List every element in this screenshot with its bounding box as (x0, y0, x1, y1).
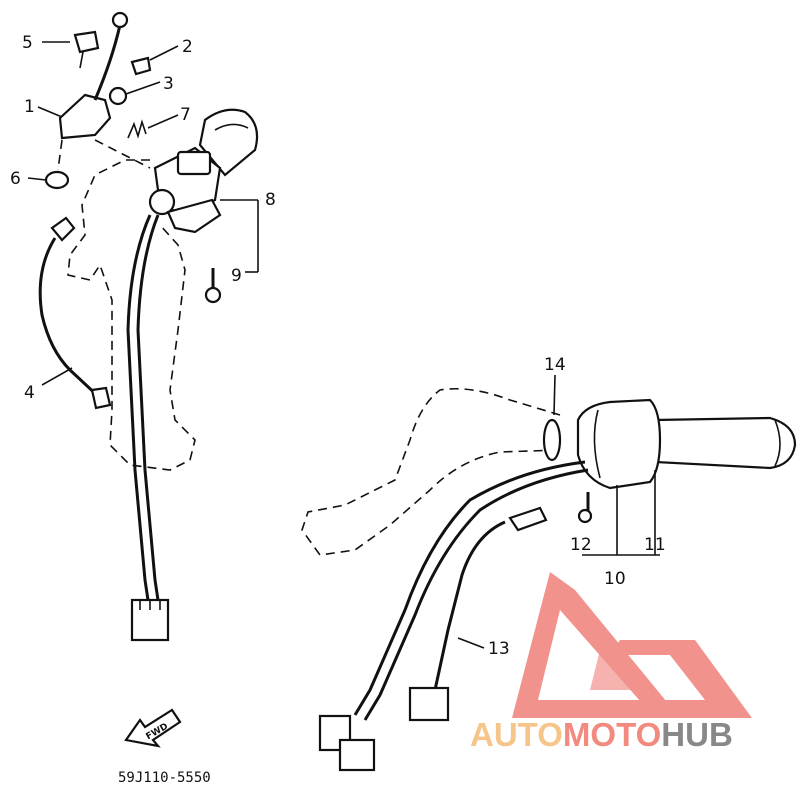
spring (127, 119, 147, 139)
pivot-bolt (73, 30, 100, 54)
watermark-logo-icon (512, 572, 752, 718)
callout-14: 14 (544, 355, 566, 375)
assembly-line (94, 139, 151, 169)
right-switch-housing (576, 398, 662, 490)
right-switch-wire-a (353, 460, 586, 716)
callout-3: 3 (163, 74, 174, 94)
watermark-hub: HUB (661, 716, 733, 753)
callout-7: 7 (180, 105, 191, 125)
leader-line (149, 45, 179, 61)
assembly-line (57, 139, 63, 171)
watermark-logo-inner (590, 650, 635, 690)
callout-12: 12 (570, 535, 592, 555)
throttle-grip (653, 416, 797, 470)
callout-2: 2 (182, 37, 193, 57)
locknut (108, 86, 128, 106)
left-handlebar-assembly (38, 11, 259, 642)
callout-8: 8 (265, 190, 276, 210)
leader-line (147, 114, 179, 129)
left-handlebar-outline (67, 159, 196, 471)
housing-seam (593, 409, 601, 479)
front-brake-switch (508, 506, 548, 532)
forward-arrow-shape (124, 708, 182, 748)
watermark-text: AUTOMOTOHUB (470, 716, 733, 753)
right-handlebar-assembly (301, 387, 797, 772)
screw-head (204, 286, 222, 304)
clutch-switch-terminal (90, 386, 112, 410)
right-connector-b (338, 738, 376, 772)
leader-line (27, 177, 47, 181)
right-switch-wire-b (363, 468, 589, 721)
grip-end (774, 419, 781, 467)
grommet (542, 418, 562, 462)
clutch-switch (50, 216, 76, 242)
callout-6: 6 (10, 169, 21, 189)
callout-9: 9 (231, 266, 242, 286)
left-switch-wire-b (136, 214, 160, 601)
callout-labels: 5 2 3 1 7 6 8 9 4 14 12 11 10 13 (10, 33, 666, 659)
left-switch-wire-a (126, 214, 152, 601)
left-leader-lines (27, 41, 556, 649)
callout-11: 11 (644, 535, 666, 555)
diagram-code: 59J110-5550 (118, 770, 211, 786)
watermark-moto: MOTO (563, 716, 661, 753)
switch-button (176, 150, 212, 176)
watermark-logo (512, 572, 752, 718)
switch-knob (148, 188, 176, 216)
switch-clamp (166, 198, 222, 234)
leader-line (41, 367, 73, 386)
leader-line (457, 637, 485, 649)
clutch-lever-holder (58, 93, 112, 140)
lever-ball-end (111, 11, 129, 29)
callout-10: 10 (604, 569, 626, 589)
right-handlebar-outline (301, 387, 561, 556)
callout-13: 13 (488, 639, 510, 659)
clutch-switch-wire (38, 237, 102, 400)
front-brake-switch-wire (433, 520, 506, 691)
screw-head (577, 508, 593, 524)
watermark-auto: AUTO (470, 716, 563, 753)
callout-5: 5 (22, 33, 33, 53)
leader-line (37, 106, 63, 118)
brake-switch-connector (408, 686, 450, 722)
adjuster-screw (130, 56, 152, 76)
callout-4: 4 (24, 383, 35, 403)
clutch-lever (93, 24, 122, 101)
bolt-shank (79, 51, 84, 69)
lever-nut (44, 170, 70, 190)
forward-arrow: FWD (124, 708, 182, 748)
leader-line (553, 374, 556, 416)
left-main-connector (130, 598, 170, 642)
grip-ridge (214, 123, 249, 131)
callout-1: 1 (24, 97, 35, 117)
leader-line (125, 81, 161, 95)
